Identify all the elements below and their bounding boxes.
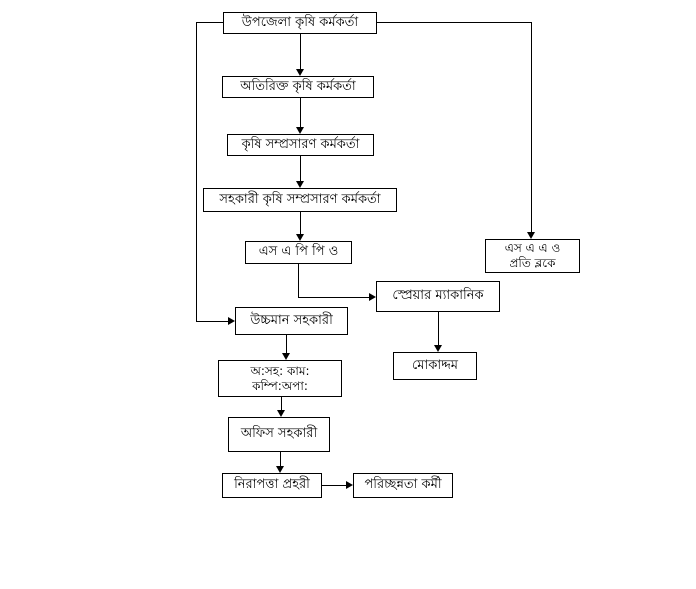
edge-sappo-to-sprayer-vline <box>298 264 299 298</box>
node-office-asst-cum-computer-operator: অ:সহ: কাম: কম্পি:অপা: <box>218 360 342 397</box>
edge-upazila-to-udassist-vline <box>196 22 197 322</box>
arrow-right-icon <box>346 481 353 489</box>
node-label: অতিরিক্ত কৃষি কর্মকর্তা <box>240 78 356 94</box>
arrow-down-icon <box>434 345 442 352</box>
arrow-down-icon <box>276 466 284 473</box>
node-label: স্প্রেয়ার ম্যাকানিক <box>392 288 484 304</box>
node-security-guard: নিরাপত্তা প্রহরী <box>222 473 322 498</box>
arrow-down-icon <box>282 353 290 360</box>
edge-sprayer-to-mokaddom-line <box>438 312 439 346</box>
node-assistant-agri-extension-officer: সহকারী কৃষি সম্প্রসারণ কর্মকর্তা <box>203 188 397 212</box>
node-label-line2: কম্পি:অপা: <box>252 378 308 393</box>
edge-udassist-to-osoho-line <box>286 335 287 354</box>
edge-assistant-to-sappo-line <box>300 212 301 235</box>
edge-osoho-to-office-line <box>281 397 282 411</box>
node-label-line2: প্রতি ব্লকে <box>509 256 556 270</box>
edge-upazila-to-udassist-hline-bottom <box>196 321 229 322</box>
node-upper-division-assistant: উচ্চমান সহকারী <box>235 307 348 335</box>
node-sprayer-mechanic: স্প্রেয়ার ম্যাকানিক <box>376 281 500 312</box>
node-cleaning-worker: পরিচ্ছন্নতা কর্মী <box>353 473 453 498</box>
node-label: কৃষি সম্প্রসারণ কর্মকর্তা <box>241 136 360 152</box>
node-additional-agri-officer: অতিরিক্ত কৃষি কর্মকর্তা <box>222 76 374 98</box>
arrow-down-icon <box>296 69 304 76</box>
node-label: সহকারী কৃষি সম্প্রসারণ কর্মকর্তা <box>219 191 381 207</box>
node-mokaddom: মোকাদ্দম <box>393 352 477 380</box>
node-upazila-agri-officer: উপজেলা কৃষি কর্মকর্তা <box>223 12 377 34</box>
node-label: উপজেলা কৃষি কর্মকর্তা <box>241 14 359 30</box>
arrow-down-icon <box>277 410 285 417</box>
node-label: মোকাদ্দম <box>412 357 458 373</box>
edge-extension-to-assistant-line <box>300 156 301 182</box>
arrow-down-icon <box>296 234 304 241</box>
node-office-assistant: অফিস সহকারী <box>228 417 330 452</box>
node-label: উচ্চমান সহকারী <box>250 312 333 328</box>
arrow-down-icon <box>296 181 304 188</box>
edge-additional-to-extension-line <box>300 98 301 128</box>
node-agri-extension-officer: কৃষি সম্প্রসারণ কর্মকর্তা <box>227 134 374 156</box>
node-sappo: এস এ পি পি ও <box>245 241 352 264</box>
node-label-line1: এস এ এ ও <box>504 241 561 255</box>
arrow-right-icon <box>369 293 376 301</box>
node-label: নিরাপত্তা প্রহরী <box>234 477 310 493</box>
edge-upazila-to-udassist-hline-top <box>196 22 224 23</box>
arrow-down-icon <box>527 232 535 239</box>
arrow-right-icon <box>228 317 235 325</box>
edge-upazila-to-saao-hline <box>377 22 532 23</box>
edge-upazila-to-additional-line <box>300 34 301 70</box>
node-label: অফিস সহকারী <box>240 426 318 442</box>
edge-upazila-to-saao-vline <box>531 22 532 233</box>
node-label-line1: অ:সহ: কাম: <box>250 363 310 378</box>
edge-office-to-security-line <box>280 452 281 467</box>
edge-sappo-to-sprayer-hline <box>298 297 370 298</box>
edge-security-to-cleaner-line <box>322 485 347 486</box>
node-label: পরিচ্ছন্নতা কর্মী <box>364 477 442 493</box>
arrow-down-icon <box>296 127 304 134</box>
node-saao-per-block: এস এ এ ও প্রতি ব্লকে <box>485 239 580 273</box>
node-label: এস এ পি পি ও <box>258 244 339 260</box>
